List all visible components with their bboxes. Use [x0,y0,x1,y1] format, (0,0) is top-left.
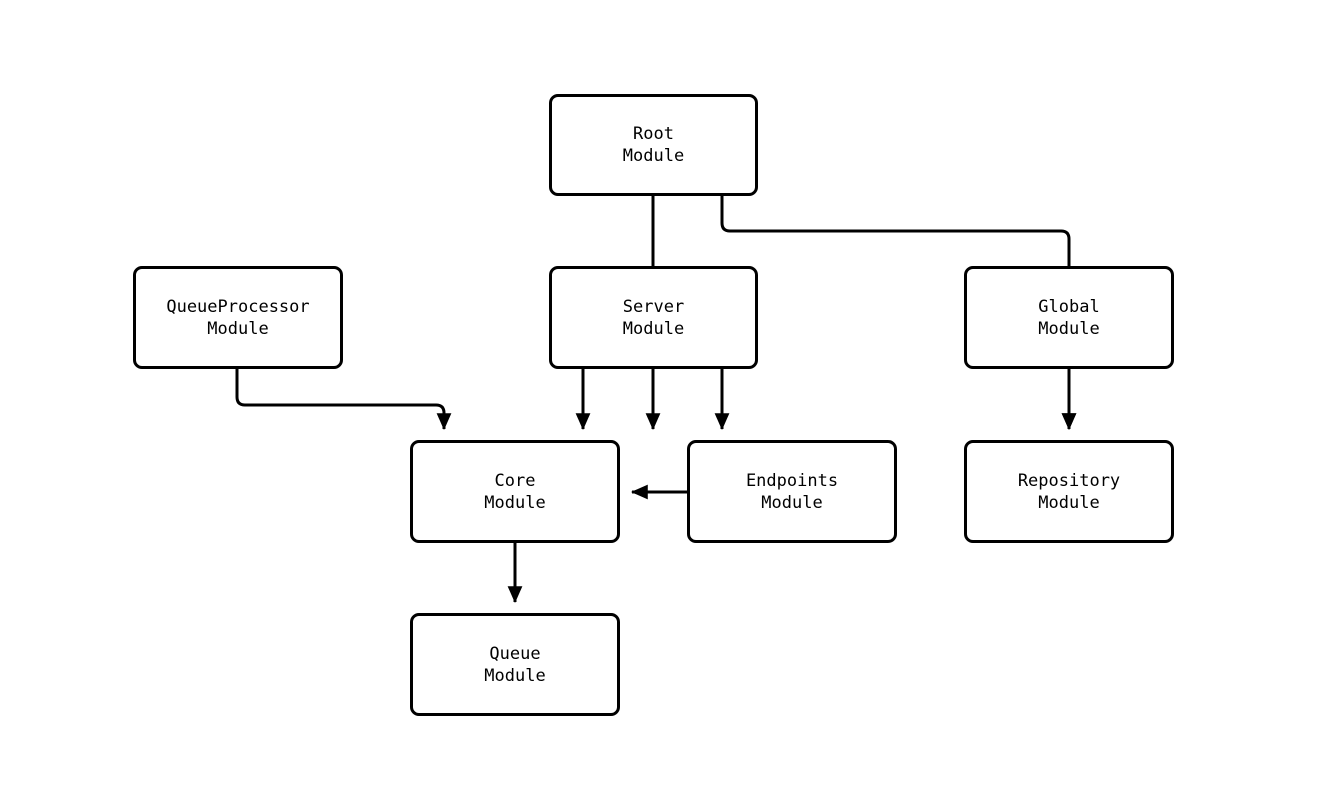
node-server-module-line1: Server [622,296,685,317]
node-root-module[interactable]: Root Module [549,94,758,196]
node-server-module-line2: Module [622,318,685,339]
node-queueprocessor-module[interactable]: QueueProcessor Module [133,266,343,369]
node-root-module-line1: Root [633,124,674,144]
node-endpoints-module[interactable]: Endpoints Module [687,440,897,543]
node-queue-module-line2: Module [484,665,546,686]
node-queue-module[interactable]: Queue Module [410,613,620,716]
node-repository-module-line1: Repository [1017,470,1121,491]
edge-root-to-global [720,196,1077,431]
node-global-module-line1: Global [1038,296,1100,317]
node-repository-module-line2: Module [1038,492,1100,513]
node-server-module[interactable]: Server Module [549,266,758,369]
node-repository-module[interactable]: Repository Module [964,440,1174,543]
edge-queueprocessor-to-core [235,369,452,431]
node-queueprocessor-module-line2: Module [207,318,269,339]
node-root-module-line2: Module [622,146,685,166]
node-core-module-line2: Module [484,492,546,513]
node-global-module-line2: Module [1038,318,1100,339]
node-queue-module-line1: Queue [489,643,541,664]
node-core-module-line1: Core [494,470,536,491]
node-global-module[interactable]: Global Module [964,266,1174,369]
node-core-module[interactable]: Core Module [410,440,620,543]
node-endpoints-module-line1: Endpoints [745,470,839,491]
node-queueprocessor-module-line1: QueueProcessor [166,296,310,317]
node-endpoints-module-line2: Module [761,492,823,513]
